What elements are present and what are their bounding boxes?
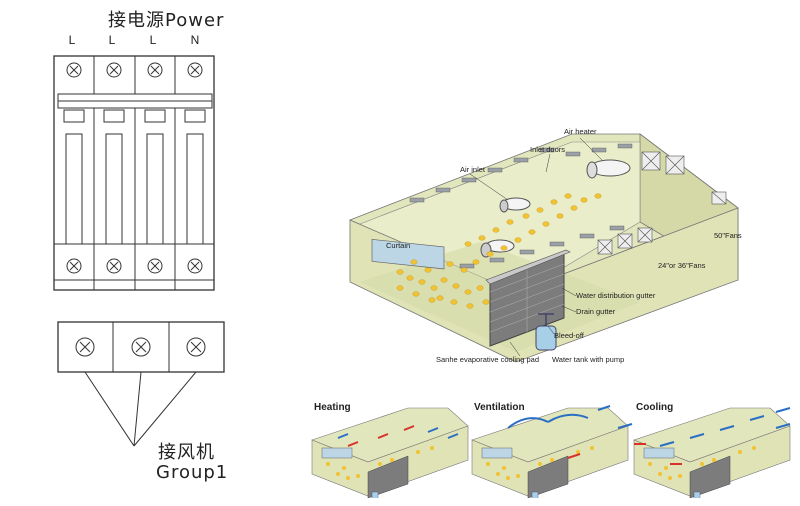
chick	[478, 235, 486, 241]
label-bleed-off: Bleed-off	[554, 331, 585, 340]
chick	[564, 193, 572, 199]
chick	[430, 285, 438, 291]
chick	[446, 261, 454, 267]
terminal-label-l1: L	[69, 33, 76, 47]
label-50-fans: 50"Fans	[714, 231, 742, 240]
inlet-doors	[409, 143, 633, 269]
cooling-thumbnail: Cooling	[633, 402, 791, 498]
label-air-heater: Air heater	[564, 127, 597, 136]
chick	[486, 251, 494, 257]
chick	[542, 221, 550, 227]
label-air-inlet: Air inlet	[460, 165, 486, 174]
water-tank	[535, 313, 557, 351]
chick	[464, 289, 472, 295]
chick	[476, 285, 484, 291]
chick	[440, 277, 448, 283]
chick	[418, 279, 426, 285]
terminal-label-n: N	[191, 33, 200, 47]
chick	[396, 285, 404, 291]
label-curtain: Curtain	[386, 241, 410, 250]
chick	[472, 259, 480, 265]
chick	[580, 197, 588, 203]
chick	[492, 227, 500, 233]
chick	[550, 199, 558, 205]
chick	[514, 237, 522, 243]
power-title: 接电源Power	[108, 10, 225, 31]
chick	[412, 291, 420, 297]
chick	[466, 303, 474, 309]
label-cooling-pad: Sanhe evaporative cooling pad	[436, 355, 539, 364]
label-drain-gutter: Drain gutter	[576, 307, 616, 316]
heating-thumbnail: Heating	[311, 402, 469, 498]
fan-group-title-en: Group1	[156, 462, 229, 483]
top-terminals	[66, 62, 203, 78]
curtain	[371, 238, 445, 270]
chick	[500, 245, 508, 251]
chick	[406, 275, 414, 281]
chick	[436, 295, 444, 301]
label-water-tank: Water tank with pump	[552, 355, 624, 364]
bottom-terminals	[66, 258, 203, 274]
chick	[464, 241, 472, 247]
chick	[570, 205, 578, 211]
chick	[528, 229, 536, 235]
fan-group-title-cn: 接风机	[158, 442, 215, 463]
chick	[594, 193, 602, 199]
side-fans	[597, 227, 653, 255]
label-water-distribution-gutter: Water distribution gutter	[576, 291, 656, 300]
air-heater	[586, 159, 631, 179]
chick	[506, 219, 514, 225]
ventilation-thumbnail: Ventilation	[471, 402, 633, 498]
end-fans	[641, 151, 727, 205]
chick	[452, 283, 460, 289]
chick	[556, 213, 564, 219]
chick	[536, 207, 544, 213]
label-inlet-doors: Inlet doors	[530, 145, 565, 154]
chick	[410, 259, 418, 265]
cooling-label: Cooling	[636, 402, 673, 413]
chick	[522, 213, 530, 219]
heating-label: Heating	[314, 402, 351, 413]
fan-terminal-block	[57, 321, 225, 447]
circuit-breaker: L L L N	[53, 33, 215, 291]
poultry-house-diagram: Air heater Inlet doors Air inlet Curtain…	[348, 127, 742, 364]
chick	[460, 267, 468, 273]
chick	[450, 299, 458, 305]
chick	[424, 267, 432, 273]
chick	[482, 299, 490, 305]
chick	[428, 297, 436, 303]
label-24-36-fans: 24"or 36"Fans	[658, 261, 706, 270]
terminal-label-l3: L	[150, 33, 157, 47]
mode-thumbnails: Heating Ventilation Cooling	[311, 402, 791, 498]
chicks	[396, 193, 602, 309]
ventilation-label: Ventilation	[474, 402, 525, 413]
terminal-label-l2: L	[109, 33, 116, 47]
chick	[396, 269, 404, 275]
